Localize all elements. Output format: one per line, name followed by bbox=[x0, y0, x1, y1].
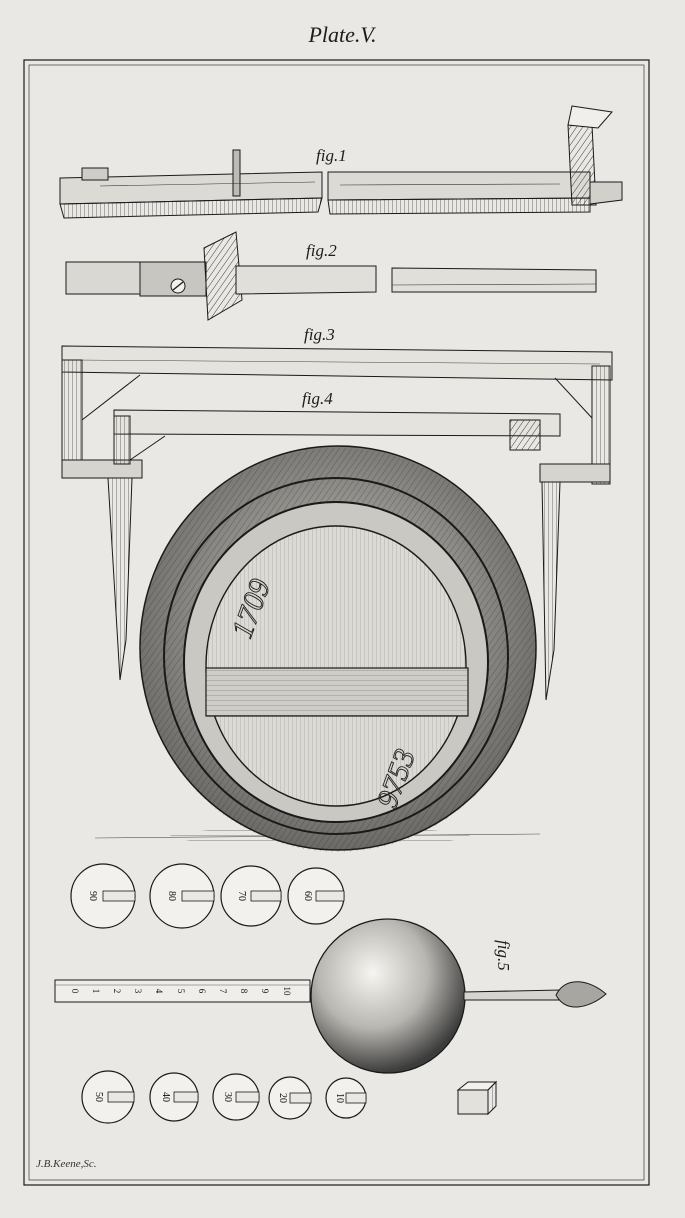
stem-mark: 3 bbox=[133, 989, 143, 994]
stem-mark: 5 bbox=[176, 989, 186, 994]
fig2-calliper-rule bbox=[65, 231, 597, 321]
engraver-signature: J.B.Keene,Sc. bbox=[36, 1158, 97, 1170]
hydrometer-bulb bbox=[555, 981, 607, 1008]
weight-disc: 60 bbox=[287, 867, 345, 925]
weights-top-row: 90 80 70 60 bbox=[70, 863, 345, 929]
weights-bottom-row: 50 40 30 20 10 bbox=[81, 1070, 367, 1124]
fig3-large-callipers bbox=[61, 345, 613, 701]
weight-disc: 50 bbox=[81, 1070, 135, 1124]
weight-label: 60 bbox=[302, 891, 313, 901]
stem-mark: 7 bbox=[218, 989, 228, 994]
stem-mark: 8 bbox=[239, 989, 249, 994]
weight-label: 30 bbox=[222, 1092, 233, 1102]
fig4-label: fig.4 bbox=[302, 389, 333, 408]
weight-disc: 20 bbox=[268, 1076, 312, 1120]
fig1-label: fig.1 bbox=[316, 146, 347, 165]
weight-label: 10 bbox=[334, 1093, 345, 1103]
fig2-label: fig.2 bbox=[306, 241, 337, 260]
weight-label: 80 bbox=[166, 891, 177, 901]
weight-disc: 80 bbox=[149, 863, 215, 929]
fig4-small-callipers bbox=[113, 409, 561, 465]
stem-mark: 1 bbox=[91, 989, 101, 994]
stem-mark: 4 bbox=[154, 989, 164, 994]
stem-mark: 0 bbox=[70, 989, 80, 994]
fig5-hydrometer: 0 1 2 3 4 5 6 7 8 9 10 bbox=[54, 918, 607, 1074]
weight-disc: 30 bbox=[212, 1073, 260, 1121]
weight-disc: 10 bbox=[325, 1077, 367, 1119]
plate-border-outer bbox=[23, 59, 650, 1186]
weight-label: 70 bbox=[236, 891, 247, 901]
plate-title: Plate.V. bbox=[308, 22, 377, 47]
weight-label: 40 bbox=[160, 1092, 171, 1102]
small-cube bbox=[456, 1080, 498, 1116]
weight-disc: 90 bbox=[70, 863, 136, 929]
stem-mark: 9 bbox=[260, 989, 270, 994]
fig3-label: fig.3 bbox=[304, 325, 335, 344]
fig1-sliding-rule bbox=[59, 105, 623, 219]
hydrometer-ball bbox=[310, 918, 466, 1074]
stem-mark: 6 bbox=[197, 989, 207, 994]
stem-mark: 2 bbox=[112, 989, 122, 994]
stem-scale: 0 1 2 3 4 5 6 7 8 9 10 bbox=[70, 987, 292, 997]
weight-label: 50 bbox=[93, 1092, 104, 1102]
weight-disc: 70 bbox=[220, 865, 282, 927]
weight-label: 90 bbox=[87, 891, 98, 901]
plate-border-inner bbox=[28, 64, 645, 1181]
fig5-label: fig.5 bbox=[494, 940, 513, 971]
barrel: 1709 9753 bbox=[94, 445, 541, 852]
weight-label: 20 bbox=[277, 1093, 288, 1103]
stem-mark: 10 bbox=[282, 987, 292, 997]
weight-disc: 40 bbox=[149, 1072, 199, 1122]
